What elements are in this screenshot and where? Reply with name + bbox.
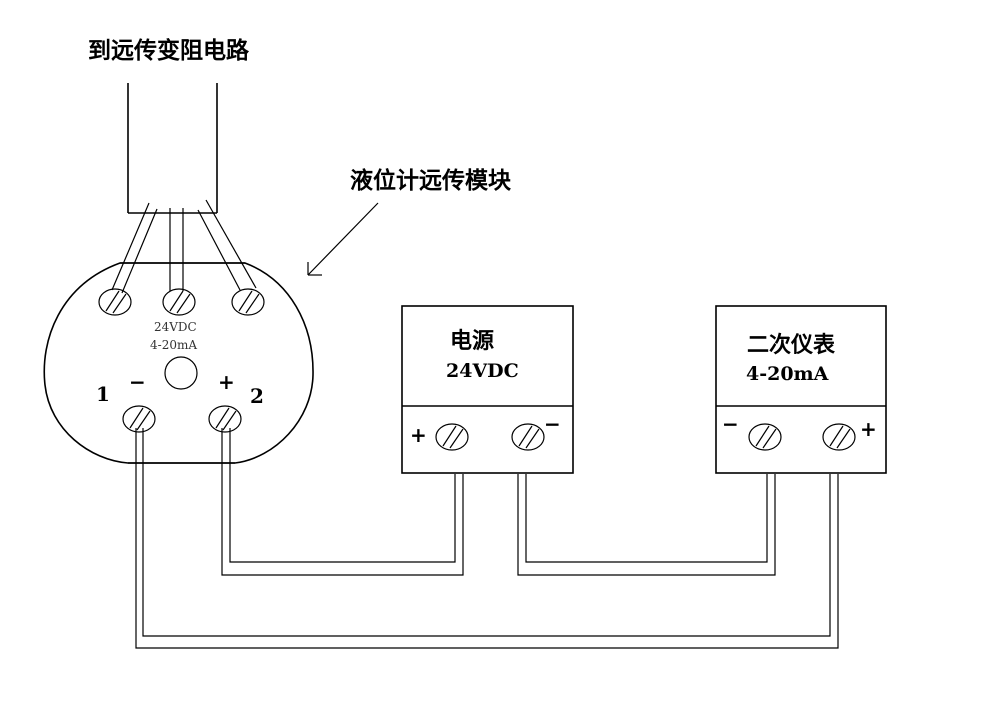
secondary-instrument-spec: 4-20mA bbox=[746, 363, 829, 385]
module-current-label: 4-20mA bbox=[150, 338, 197, 352]
secondary-instrument-minus-screw[interactable] bbox=[748, 423, 782, 451]
secondary-instrument-minus-sign: − bbox=[722, 412, 739, 436]
secondary-instrument-name: 二次仪表 bbox=[747, 332, 836, 358]
power-supply-minus-screw[interactable] bbox=[511, 423, 545, 451]
module-top-terminal-right bbox=[231, 288, 265, 316]
cable-to-remote-circuit bbox=[127, 83, 218, 214]
module-center-hole bbox=[164, 356, 198, 390]
level-gauge-module bbox=[43, 262, 314, 464]
level-gauge-remote-module-label: 液位计远传模块 bbox=[350, 167, 511, 194]
power-supply-plus-screw[interactable] bbox=[435, 423, 469, 451]
secondary-instrument-plus-screw[interactable] bbox=[822, 423, 856, 451]
module-terminal-2-screw[interactable] bbox=[208, 405, 242, 433]
secondary-instrument-box bbox=[715, 305, 887, 474]
wire-power-minus-to-instrument-minus bbox=[517, 474, 776, 576]
wire-module-plus-to-power-plus bbox=[221, 428, 464, 576]
power-supply-name: 电源 bbox=[450, 329, 494, 354]
module-terminal-1-sign: − bbox=[129, 370, 146, 394]
power-supply-minus-sign: − bbox=[544, 412, 561, 436]
wire-instrument-plus-to-module-minus bbox=[135, 428, 839, 649]
power-supply-spec: 24VDC bbox=[446, 360, 519, 382]
power-supply-box bbox=[401, 305, 574, 474]
module-input-wires bbox=[111, 199, 257, 294]
module-top-terminal-center bbox=[162, 288, 196, 316]
remote-resistor-circuit-label: 到远传变阻电路 bbox=[88, 37, 250, 64]
power-supply-plus-sign: + bbox=[410, 423, 427, 447]
module-voltage-label: 24VDC bbox=[154, 320, 197, 334]
module-terminal-1-screw[interactable] bbox=[122, 405, 156, 433]
module-top-terminal-left bbox=[98, 288, 132, 316]
module-terminal-2-number: 2 bbox=[250, 384, 264, 408]
module-terminal-1-number: 1 bbox=[96, 382, 110, 406]
secondary-instrument-plus-sign: + bbox=[860, 417, 877, 441]
module-terminal-2-sign: + bbox=[218, 370, 235, 394]
pointer-arrow-icon bbox=[307, 202, 379, 276]
